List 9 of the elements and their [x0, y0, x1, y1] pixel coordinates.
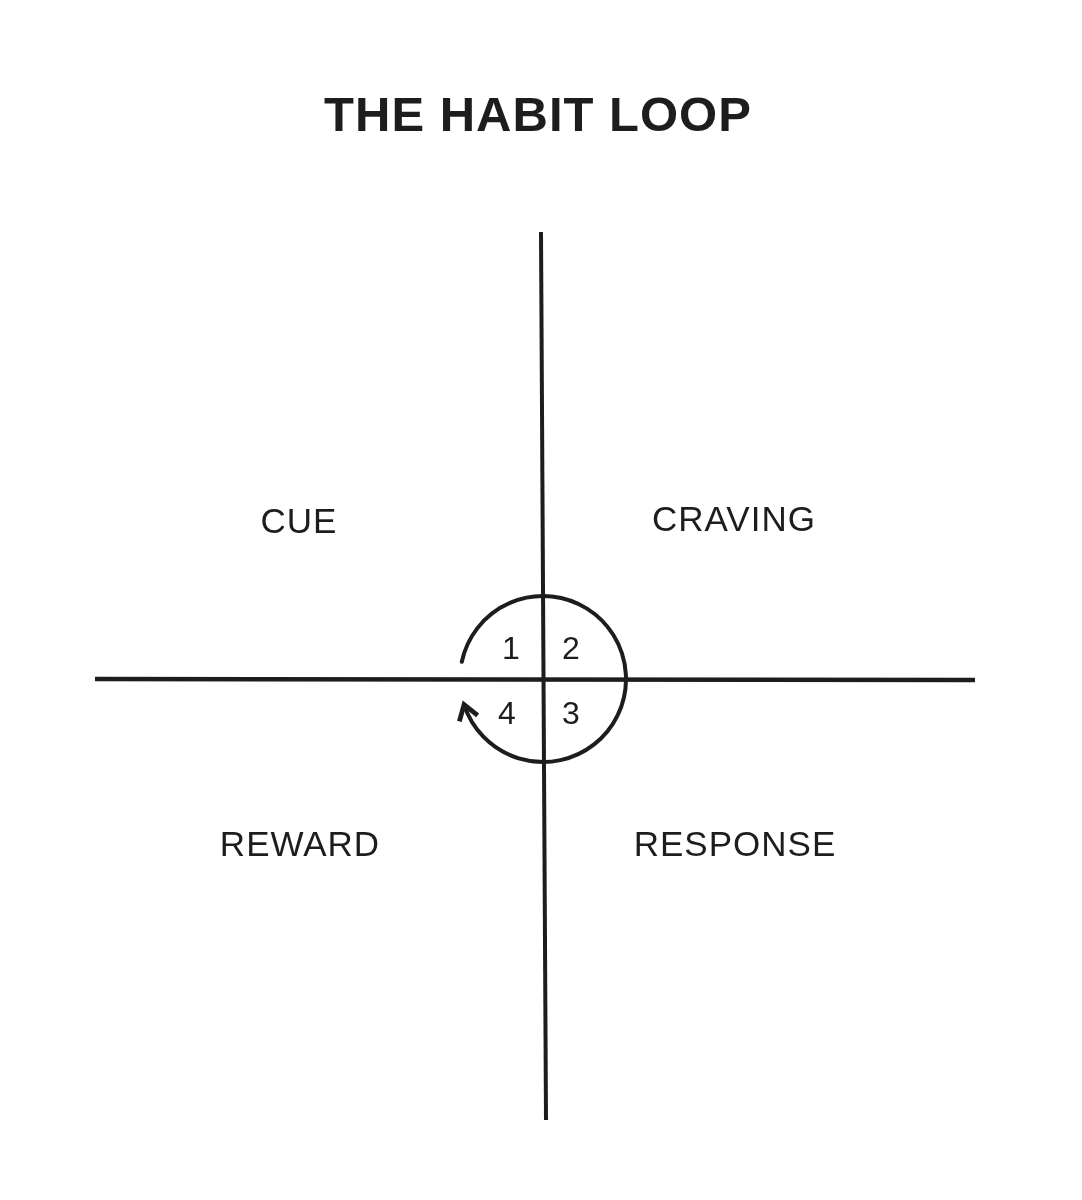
step-number: 3 [562, 697, 580, 729]
quadrant-label: RESPONSE [633, 825, 837, 861]
step-number: 4 [498, 697, 516, 729]
quadrant-label: REWARD [219, 825, 381, 861]
diagram-title: THE HABIT LOOP [324, 89, 752, 139]
step-number: 2 [562, 632, 580, 664]
quadrant-label: CUE [260, 502, 338, 538]
step-number: 1 [502, 632, 520, 664]
quadrant-label: CRAVING [652, 500, 816, 536]
